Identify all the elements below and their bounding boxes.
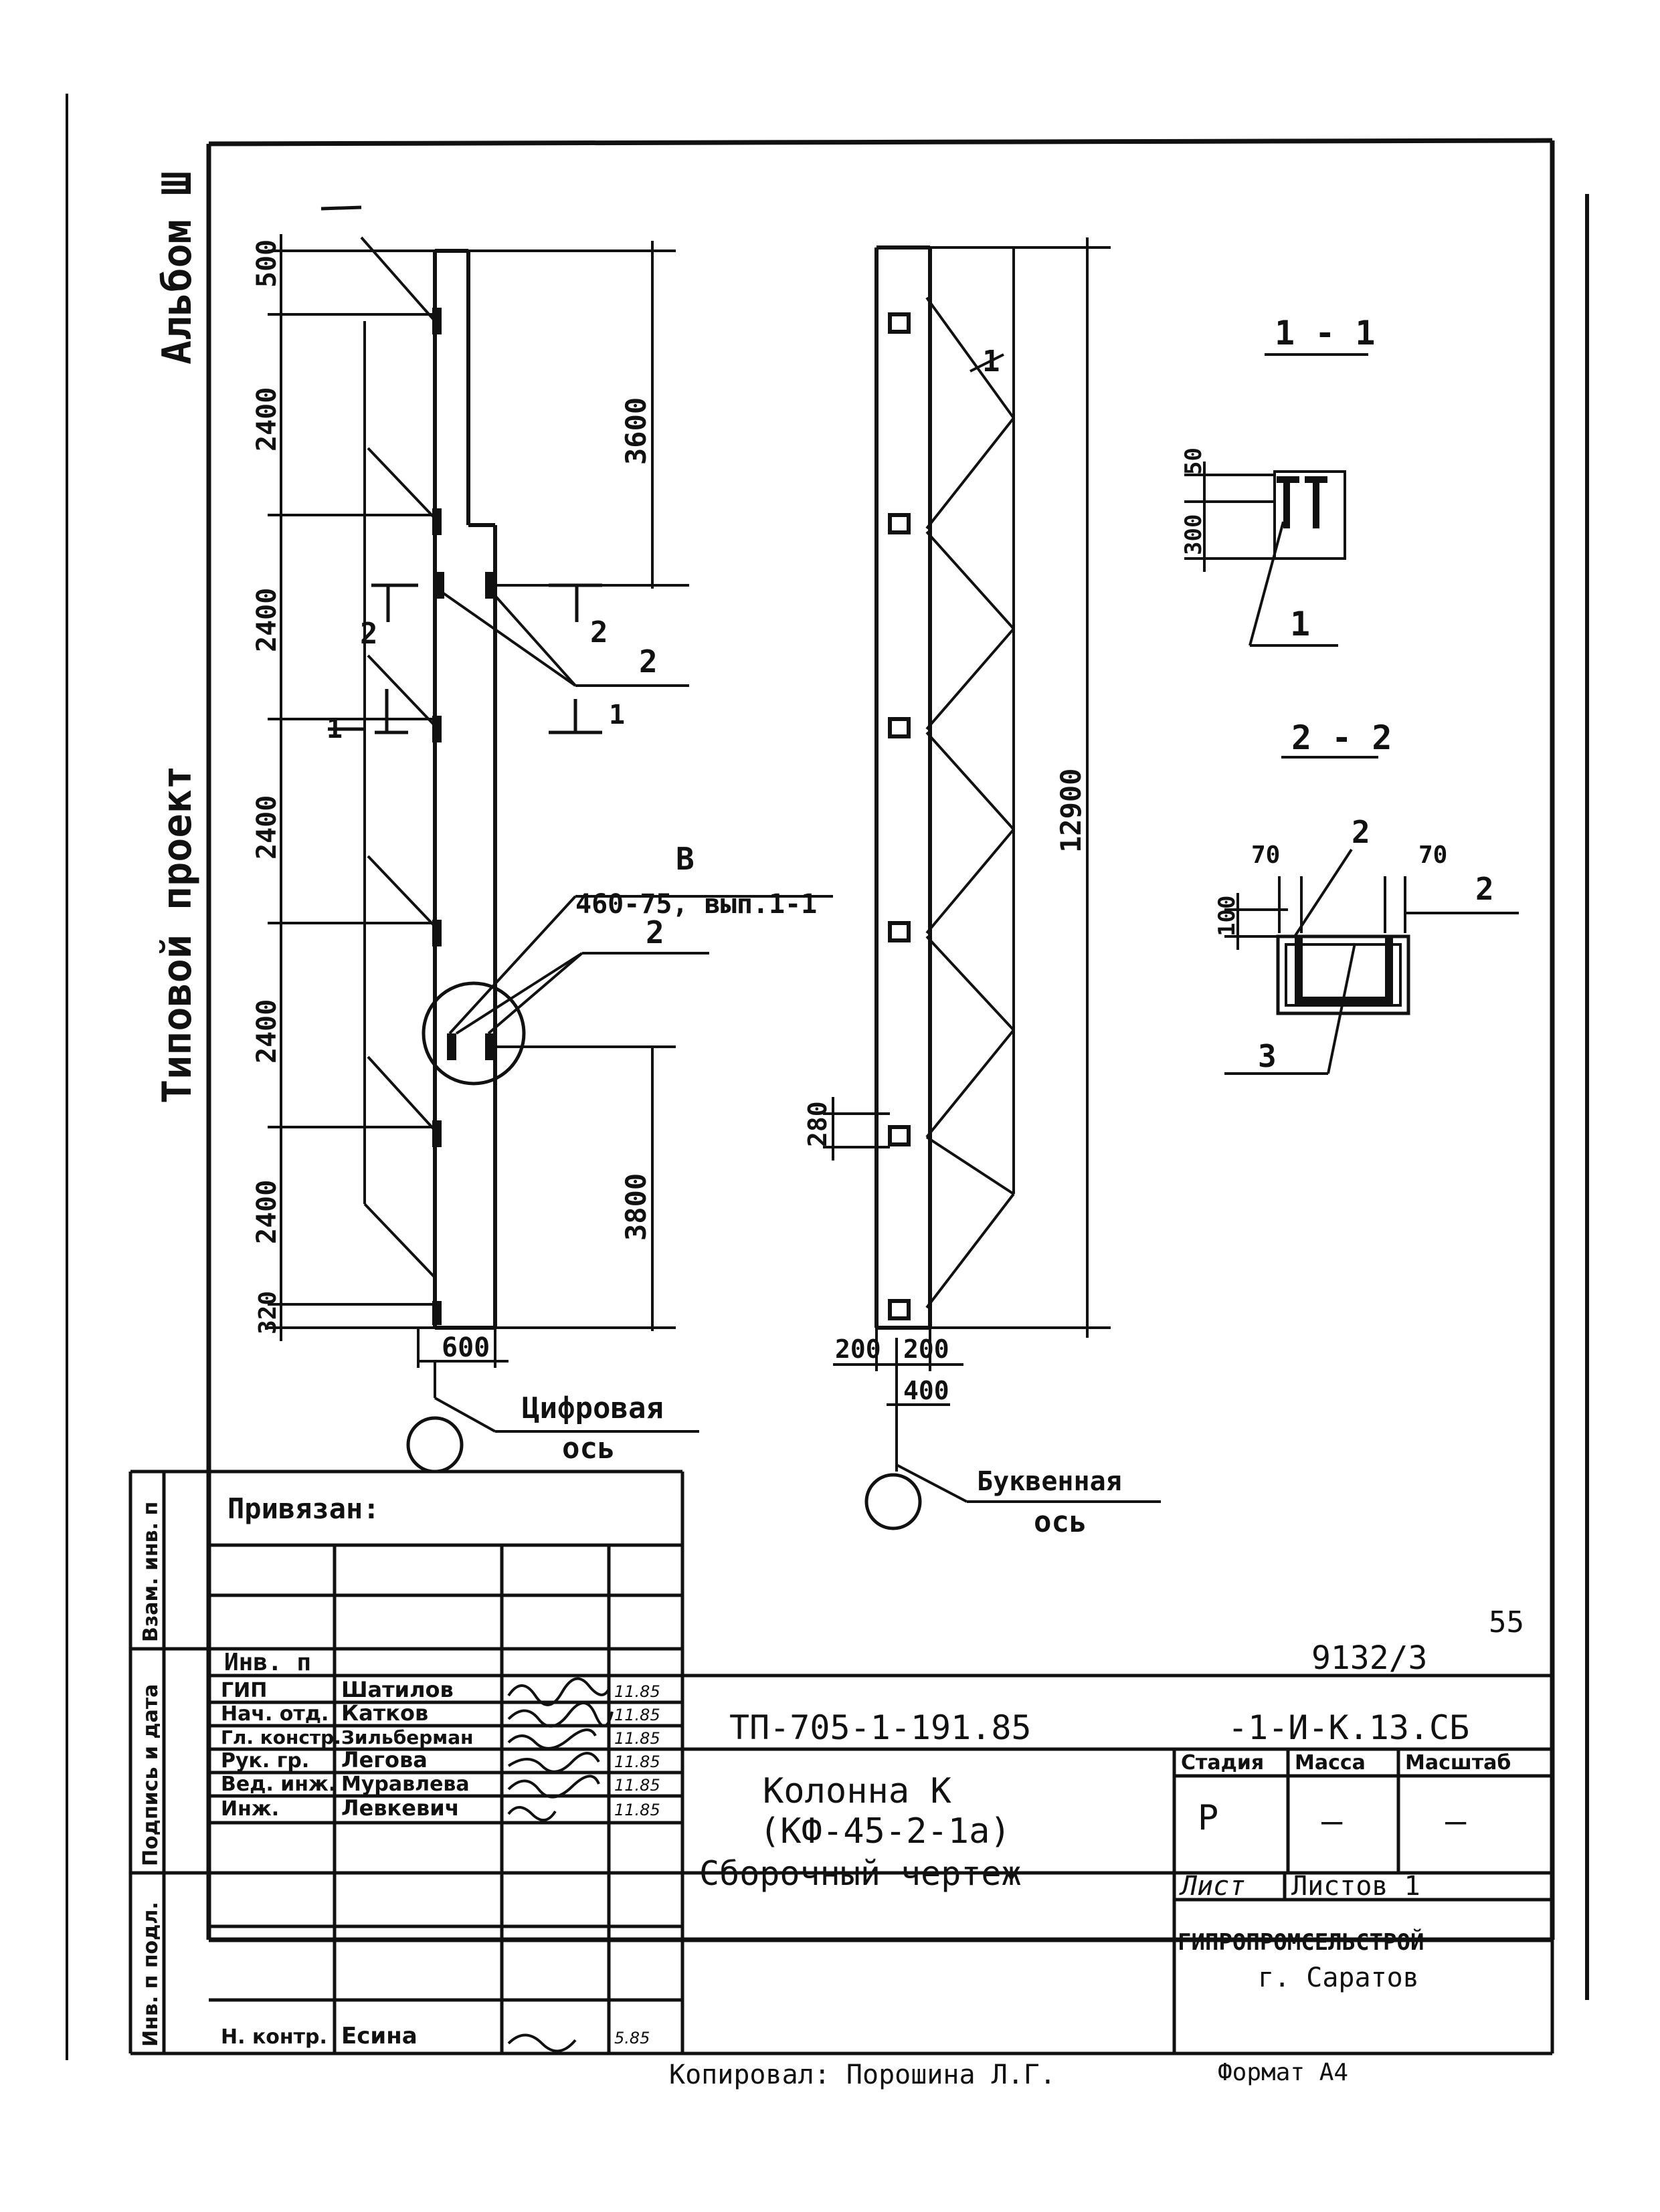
sheet-label: Лист	[1179, 1871, 1245, 1902]
stamp-date-2: 11.85	[614, 1706, 660, 1724]
archive-number: 9132/3	[1311, 1639, 1427, 1677]
dim-280: 280	[803, 1101, 832, 1147]
node-letter: В	[676, 841, 695, 877]
mass-header: Масса	[1295, 1751, 1366, 1775]
side-stamp: Инв. п подл. Подпись и дата Взам. инв. п	[128, 1470, 209, 2055]
stamp-privyazan: Привязан:	[227, 1492, 380, 1525]
section-1-mark-left: 1	[327, 714, 343, 744]
scale-value: —	[1445, 1801, 1467, 1841]
dim-2400-4: 2400	[252, 999, 282, 1064]
section-1-1-dim-50: 50	[1180, 447, 1207, 475]
stamp-date-4: 11.85	[614, 1752, 660, 1771]
stamp-date-3: 11.85	[614, 1729, 660, 1748]
dim-200-right: 200	[903, 1334, 949, 1364]
stamp-inv-no: Инв. п	[224, 1649, 311, 1676]
dim-2400-3: 2400	[252, 795, 282, 860]
section-1-1-dim-300: 300	[1180, 514, 1207, 555]
node-reference: 460-75, вып.1-1	[575, 889, 817, 920]
stamp-role-ved-inzh: Вед. инж.	[221, 1773, 336, 1796]
digital-axis-label: Цифровая	[522, 1391, 664, 1425]
sheet-format: Формат А4	[1218, 2059, 1348, 2086]
leader-label-2: 2	[639, 643, 658, 680]
document-code: -1-И-К.13.СБ	[1228, 1708, 1469, 1747]
stamp-name-levkevich: Левкевич	[341, 1795, 460, 1821]
dim-3800: 3800	[620, 1173, 652, 1241]
stage-value: Р	[1198, 1798, 1218, 1838]
column-width-600: 600	[442, 1332, 490, 1363]
sheets-count-label: Листов 1	[1291, 1871, 1420, 1902]
section-1-1: 1 - 1 50 300 1	[1180, 314, 1376, 647]
stamp-role-nach-otd: Нач. отд.	[221, 1702, 329, 1726]
section-2-2-label-3: 3	[1258, 1038, 1277, 1074]
stamp-name-esina: Есина	[341, 2023, 418, 2049]
sheet-border	[206, 138, 1555, 1942]
dim-320: 320	[254, 1291, 282, 1334]
drawing-title-2: (КФ-45-2-1а)	[759, 1811, 1011, 1851]
section-1-1-title: 1 - 1	[1275, 314, 1376, 353]
dim-200-left: 200	[835, 1334, 881, 1364]
dim-3600: 3600	[620, 397, 652, 465]
side-stamp-replaces-inv: Взам. инв. п	[139, 1502, 163, 1642]
signatures	[507, 1677, 614, 2053]
stamp-role-ruk-gr: Рук. гр.	[221, 1749, 309, 1773]
title-block: Привязан: Инв. п ГИП Нач. отд. Гл. конст…	[209, 1470, 1554, 2055]
section-1-mark-right: 1	[609, 700, 625, 730]
digital-axis-label-2: ось	[562, 1431, 615, 1466]
column-height-12900: 12900	[1054, 769, 1087, 853]
stamp-name-shatilov: Шатилов	[341, 1677, 454, 1702]
stamp-date-1: 11.85	[614, 1682, 660, 1701]
section-2-2-dim-100: 100	[1214, 896, 1240, 936]
stamp-date-5: 11.85	[614, 1776, 660, 1795]
section-2-mark-left: 2	[360, 617, 378, 651]
dim-2400-1: 2400	[252, 387, 282, 451]
stamp-role-gip: ГИП	[221, 1679, 267, 1702]
stamp-date-6: 11.85	[614, 1801, 660, 1819]
section-2-2-title: 2 - 2	[1291, 718, 1392, 757]
dim-2400-5: 2400	[252, 1180, 282, 1244]
letter-axis-label: Буквенная	[977, 1466, 1122, 1497]
letter-axis-marker	[864, 1473, 922, 1530]
section-2-2-label-2-top: 2	[1352, 814, 1370, 850]
scale-header: Масштаб	[1405, 1751, 1511, 1775]
digital-axis-marker	[406, 1416, 464, 1474]
album-label: Альбом Ш	[154, 171, 201, 365]
section-1-1-label: 1	[1290, 605, 1310, 643]
copied-by: Копировал: Порошина Л.Г.	[669, 2059, 1056, 2090]
mass-value: —	[1321, 1801, 1343, 1841]
column-side-view: 1 12900 280 200 200 400 Б	[803, 237, 1161, 1539]
stamp-name-katkov: Катков	[341, 1700, 428, 1726]
section-2-mark-right: 2	[590, 615, 608, 649]
section-2-2-dim-70-right: 70	[1418, 841, 1447, 869]
project-label: Типовой проект	[154, 765, 201, 1104]
organization-city: г. Саратов	[1258, 1963, 1419, 1993]
stamp-role-inzh: Инж.	[221, 1797, 279, 1821]
drawing-title-1: Колонна К	[763, 1771, 951, 1811]
side-stamp-inv-podl: Инв. п подл.	[139, 1902, 163, 2047]
node-label-2: 2	[646, 914, 664, 950]
stamp-name-muravleva: Муравлева	[341, 1773, 470, 1796]
stamp-name-zilberman: Зильберман	[341, 1726, 473, 1748]
project-code: ТП-705-1-191.85	[729, 1708, 1032, 1747]
side-leader-label: 1	[982, 344, 1000, 379]
organization-name: ГИПРОПРОМСЕЛЬСТРОЙ	[1178, 1928, 1424, 1956]
node-b-circle	[422, 981, 526, 1086]
column-elevation: 500 2400 2400 2400 2400 2400 320 3600 38…	[252, 205, 833, 1474]
side-stamp-signature-date: Подпись и дата	[139, 1684, 163, 1866]
stamp-role-n-kontr: Н. контр.	[221, 2025, 327, 2049]
dim-2400-2: 2400	[252, 588, 282, 652]
drawing-title-3: Сборочный чертеж	[699, 1854, 1022, 1893]
stage-header: Стадия	[1181, 1751, 1264, 1775]
stamp-date-n-kontr: 5.85	[614, 2029, 650, 2047]
stamp-name-legova: Легова	[341, 1747, 428, 1773]
sheet-number: 55	[1489, 1605, 1524, 1639]
section-2-2-label-2-right: 2	[1475, 871, 1494, 907]
stamp-role-gl-konstr: Гл. констр.	[221, 1726, 341, 1748]
dim-500: 500	[252, 239, 282, 288]
section-2-2: 2 - 2 70 70 100 2 2 3	[1214, 718, 1519, 1075]
section-2-2-dim-70-left: 70	[1251, 841, 1280, 869]
letter-axis-label-2: ось	[1034, 1505, 1087, 1539]
dim-400: 400	[903, 1376, 949, 1405]
